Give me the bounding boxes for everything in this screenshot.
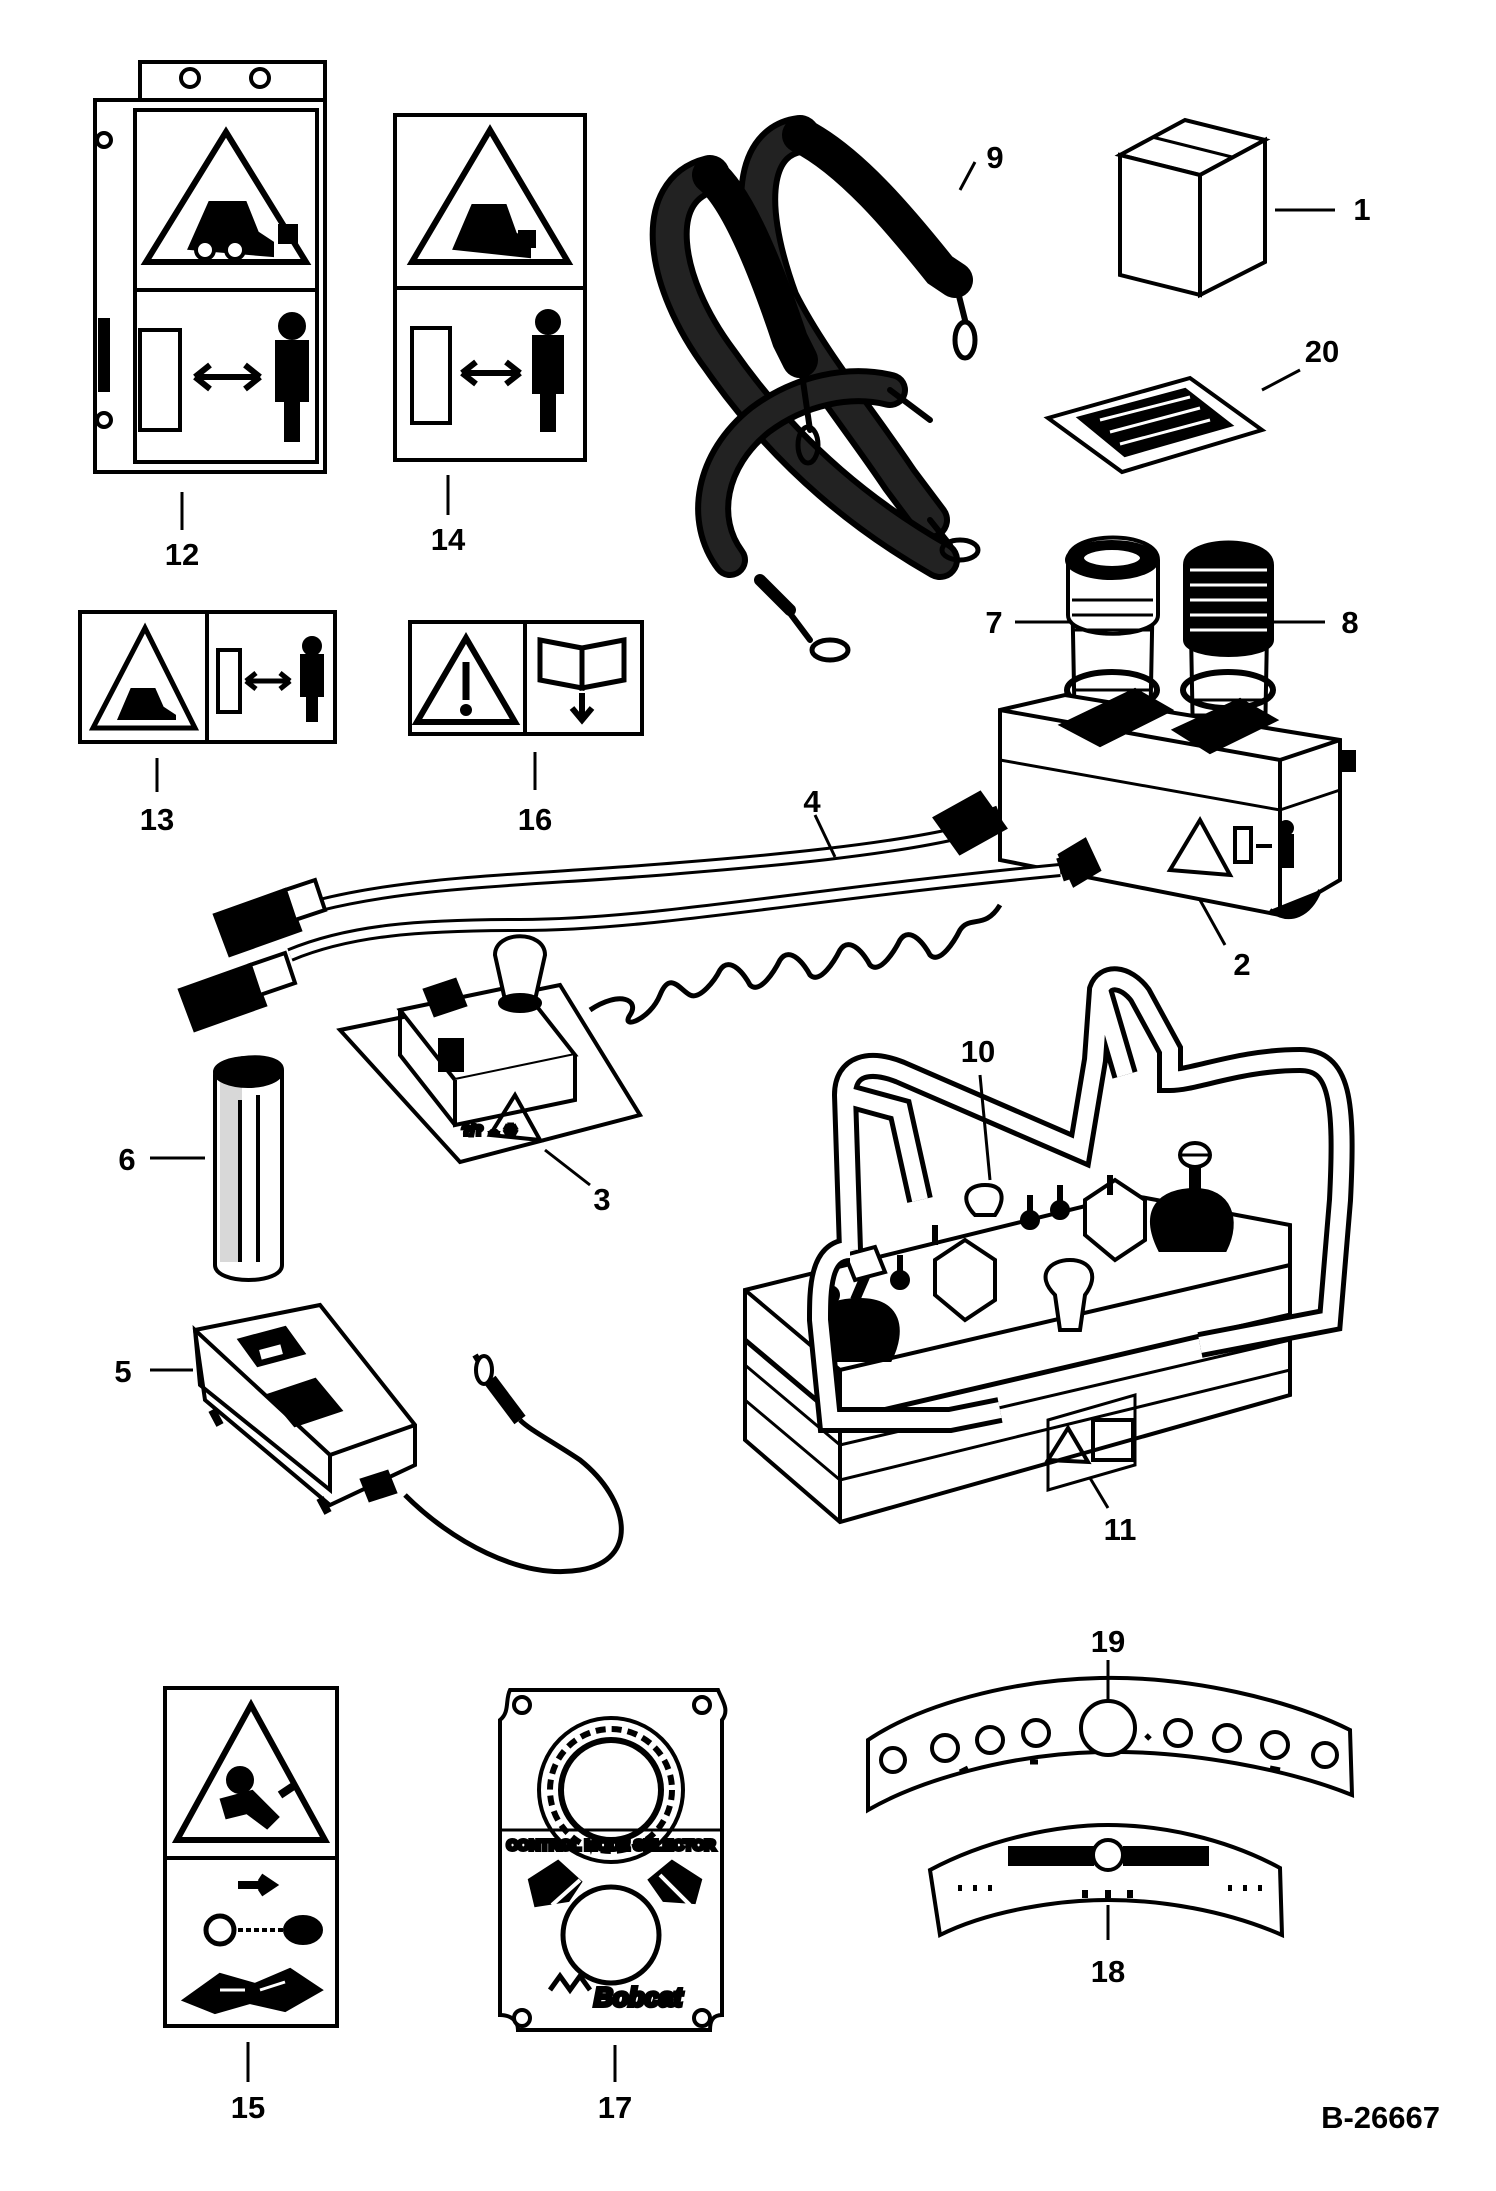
decal-17: CONTROL MODE SELECTOR Bobcat <box>498 1688 728 2032</box>
callout-15: 15 <box>231 2090 265 2125</box>
callout-9: 9 <box>986 140 1003 175</box>
leader-9 <box>958 161 977 191</box>
leader-4 <box>813 814 837 858</box>
leader-3 <box>544 1148 591 1187</box>
decal-16 <box>408 620 644 736</box>
charger-cord <box>403 1353 624 1574</box>
decal-17-heading: CONTROL MODE SELECTOR <box>507 1837 716 1854</box>
callout-10: 10 <box>961 1034 995 1069</box>
overlay-18 <box>927 1822 1285 1939</box>
callout-16: 16 <box>518 802 552 837</box>
callout-13: 13 <box>140 802 174 837</box>
estop-box-decal-mark: ?/? ↔ ✱ <box>462 1122 517 1138</box>
callout-14: 14 <box>431 522 466 557</box>
harness-strap-9 <box>649 115 981 663</box>
leader-20 <box>1261 368 1301 392</box>
callout-2: 2 <box>1233 947 1250 982</box>
decal-17-logo: Bobcat <box>594 1982 683 2012</box>
cable-harness-4 <box>287 805 1079 962</box>
leader-2 <box>1198 899 1227 946</box>
callout-4: 4 <box>803 784 821 819</box>
receiver-box-2 <box>998 687 1356 920</box>
callout-17: 17 <box>598 2090 632 2125</box>
callout-20: 20 <box>1305 334 1339 369</box>
beacon-8 <box>1180 540 1276 742</box>
callout-7: 7 <box>985 605 1002 640</box>
figure-id: B-26667 <box>1321 2100 1440 2135</box>
charger-5 <box>192 1302 417 1515</box>
decal-14 <box>393 113 587 462</box>
callout-18: 18 <box>1091 1954 1125 1989</box>
coiled-cable <box>588 903 1003 1025</box>
beacon-7 <box>1064 535 1160 742</box>
leader-10 <box>978 1074 992 1181</box>
decal-sheet-20 <box>1043 375 1267 475</box>
callout-5: 5 <box>114 1354 131 1389</box>
overlay-19 <box>866 1675 1355 1814</box>
callout-19: 19 <box>1091 1624 1125 1659</box>
estop-box-3: ?/? ↔ ✱ <box>336 934 644 1165</box>
carton-1 <box>1114 117 1271 299</box>
transmitter-11 <box>743 1141 1292 1525</box>
battery-6 <box>213 1055 284 1282</box>
callout-6: 6 <box>118 1142 135 1177</box>
decal-13 <box>78 610 337 744</box>
leader-11 <box>1088 1477 1110 1509</box>
decal-15 <box>163 1686 339 2028</box>
connector-plugs <box>177 790 1102 1033</box>
transmitter-frame <box>806 966 1355 1433</box>
callout-11: 11 <box>1104 1512 1137 1547</box>
decal-12 <box>93 60 327 474</box>
callout-8: 8 <box>1341 605 1358 640</box>
callout-3: 3 <box>593 1182 610 1217</box>
callout-1: 1 <box>1353 192 1370 227</box>
callout-12: 12 <box>165 537 199 572</box>
